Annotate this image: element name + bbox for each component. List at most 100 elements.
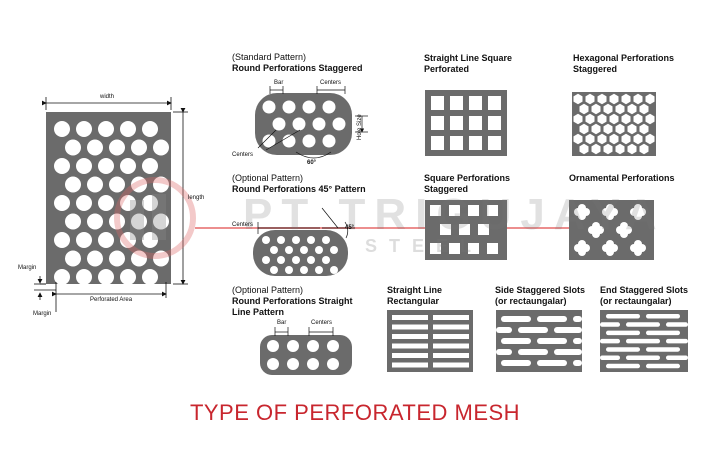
perforated-area-label: Perforated Area [90,297,133,303]
swatch-hole [322,256,330,264]
swatch-hole [307,256,315,264]
swatch-hole [262,236,270,244]
plate-hole [76,195,92,211]
hex-hole [633,113,643,125]
swatch-hole [307,340,319,352]
square-hole [431,116,444,130]
ornamental-lobe [592,222,600,230]
slot [606,347,640,352]
plate-hole [109,250,125,267]
plate-hole [142,269,158,285]
standard-staggered-swatch [255,86,368,159]
plate-hole [142,232,158,248]
swatch-hole [322,100,336,114]
optional45-tag: (Optional Pattern) [232,173,304,183]
plate-hole [98,121,114,137]
plate-hole [98,158,114,174]
hex-hole [645,113,655,125]
square-hole [468,243,479,254]
hexagonal-title-2: Staggered [573,64,618,74]
square-hole [430,205,441,216]
square-hole [459,224,470,235]
hex-hole [639,103,649,115]
swatch-hole [330,266,338,274]
ornamental-lobe [606,204,614,212]
square-hole [449,205,460,216]
swatch-hole [327,340,339,352]
hex-hole [609,93,619,105]
hexagonal-swatch [572,92,656,156]
slot [600,355,620,360]
swatch-hole [262,134,276,148]
plate-hole [142,121,158,137]
square-staggered-title-2: Staggered [424,184,469,194]
ornamental-lobe [606,248,614,256]
swatch-hole [267,340,279,352]
ornamental-title: Ornamental Perforations [569,173,675,183]
slot [646,330,680,336]
round-45-swatch [253,207,355,276]
plate-hole [98,269,114,285]
optional-straight-title-1: Round Perforations Straight [232,296,353,306]
hex-hole [627,143,637,155]
straight-rect-swatch [387,310,473,372]
watermark-company: PT TRIGUJAYA [243,190,666,239]
slot [518,327,548,333]
square-hole [469,136,482,150]
rect-slot [433,324,469,330]
plate-hole [131,213,147,230]
plate-hole [120,195,136,211]
swatch-hole [332,117,346,131]
rect-slot [392,315,428,320]
swatch-hole [327,358,339,370]
side-slots-title-2: (or rectaungalar) [495,296,567,306]
slot [573,316,582,322]
plate-dimension-lines [34,97,188,312]
swatch-hole [300,246,308,254]
square-hole [430,243,441,254]
slot [666,338,688,344]
hex-hole [603,143,613,155]
swatch-hole [282,100,296,114]
square-hole [450,136,463,150]
swatch-hole [277,236,285,244]
swatch-hole [270,266,278,274]
square-hole [488,136,501,150]
ornamental-lobe [606,240,614,248]
plate-hole [87,213,103,230]
straight-centers-label: Centers [311,320,333,326]
length-label: length [188,195,205,201]
rect-slot [392,343,428,349]
plate-hole [87,250,103,267]
hex-hole [633,93,643,105]
plate-hole [65,139,81,156]
plate-hole [98,232,114,248]
swatch-hole [267,358,279,370]
side-slots-swatch [496,310,582,372]
square-hole [449,243,460,254]
swatch-hole [300,266,308,274]
slot [496,349,512,355]
ornamental-lobe [606,212,614,220]
end-slots-swatch [600,310,688,372]
hex-hole [645,93,655,105]
swatch-hole [262,256,270,264]
straight-rect-title-1: Straight Line [387,285,443,295]
page-title: TYPE OF PERFORATED MESH [189,400,521,425]
plate-hole [131,176,147,193]
ornamental-lobe [634,204,642,212]
plate-hole [131,139,147,156]
ornamental-lobe [634,240,642,248]
optional45-centers-label: Centers [232,222,254,228]
swatch-hole [287,358,299,370]
swatch-hole [292,256,300,264]
round-straight-swatch [260,327,352,375]
slot [646,314,680,319]
square-hole [450,96,463,110]
swatch-hole [330,246,338,254]
optional-straight-title-2: Line Pattern [232,307,285,317]
hex-hole [621,133,631,145]
rect-slot [433,334,469,339]
swatch-hole [302,100,316,114]
plate-hole [153,176,169,193]
